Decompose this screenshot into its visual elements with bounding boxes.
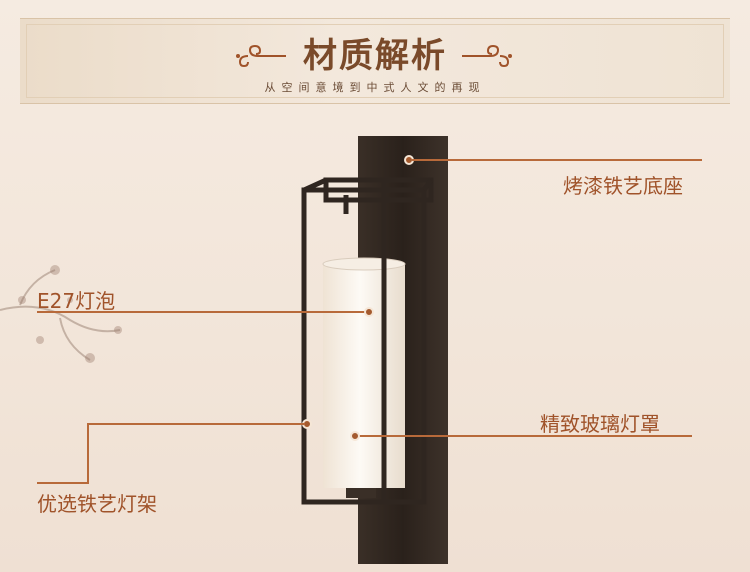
frame-leader-line-h	[87, 423, 305, 425]
cloud-swirl-right-icon	[462, 44, 512, 68]
page-title: 材质解析	[303, 36, 447, 76]
plum-blossoms	[18, 265, 122, 363]
cloud-swirl-left-icon	[236, 44, 286, 68]
shade-pointer-dot	[350, 431, 360, 441]
callout-base-label: 烤漆铁艺底座	[563, 174, 683, 198]
lamp-holder	[346, 488, 376, 498]
header-banner	[20, 18, 730, 104]
page-subtitle: 从空间意境到中式人文的再现	[264, 81, 486, 94]
glass-shade	[323, 263, 405, 488]
base-leader-line	[412, 159, 702, 161]
frame-leader-line-base	[37, 482, 89, 484]
plum-branch	[0, 269, 121, 361]
banner-border	[26, 24, 724, 98]
bulb-pointer-dot	[364, 307, 374, 317]
callout-frame-label: 优选铁艺灯架	[37, 492, 157, 516]
callout-bulb-label: E27灯泡	[37, 289, 116, 313]
iron-frame	[301, 177, 434, 505]
bulb-leader-line	[37, 311, 367, 313]
shade-leader-line	[356, 435, 692, 437]
callout-shade-label: 精致玻璃灯罩	[540, 412, 660, 436]
frame-leader-line-v	[87, 423, 89, 483]
